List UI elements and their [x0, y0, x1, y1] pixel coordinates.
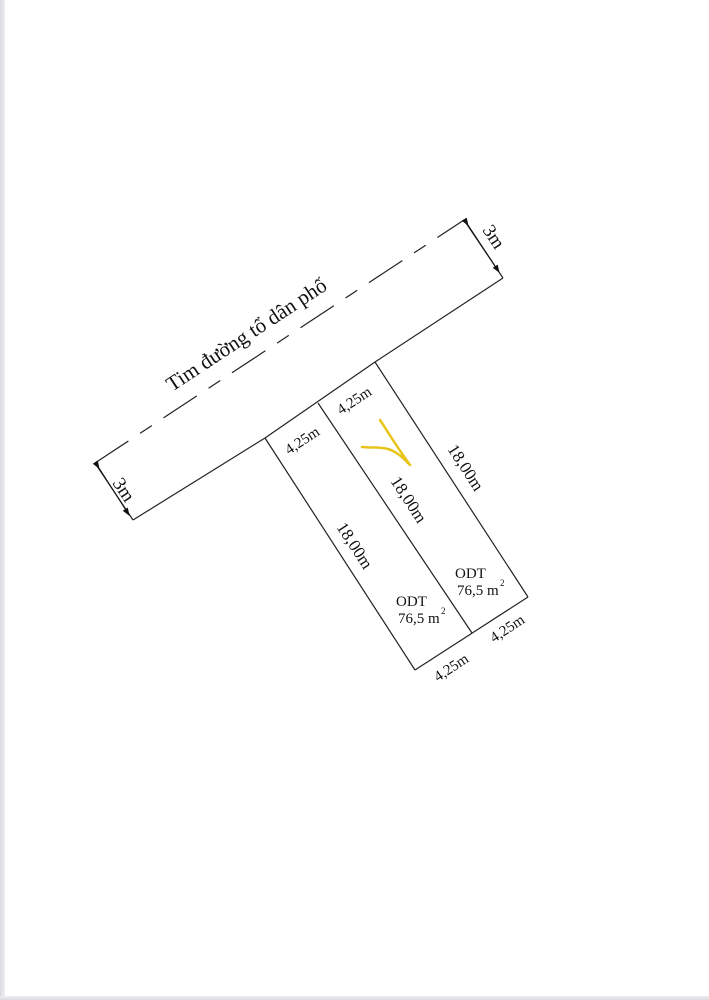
road	[94, 219, 504, 521]
dimension-arrow-right	[461, 217, 500, 273]
checkmark-annotation-icon	[360, 418, 412, 467]
lot-right-back-label: 4,25m	[487, 612, 528, 646]
lots	[264, 361, 529, 671]
lot-right-side-label: 18,00m	[444, 441, 488, 495]
lot-left-side-edge	[264, 437, 416, 671]
lot-right-area-value: 76,5 m	[457, 583, 499, 599]
road-name-label: Tim đường tổ dân phố	[162, 273, 332, 396]
road-bottom-edge-right	[374, 277, 504, 363]
dimension-arrow-left	[92, 460, 130, 516]
lot-left-front-label: 4,25m	[282, 424, 323, 458]
page-frame-bottom	[0, 996, 709, 1000]
lots-shared-side-label: 18,00m	[387, 473, 431, 527]
lot-right-area: 76,5 m	[457, 583, 499, 599]
lot-left-area-value: 76,5 m	[398, 611, 440, 627]
lot-left-side-label: 18,00m	[333, 519, 377, 573]
road-bottom-edge-left	[132, 437, 266, 521]
lot-right-side-edge	[374, 361, 529, 598]
lot-left-land-type: ODT	[396, 594, 427, 610]
lots-front-edge	[264, 361, 376, 439]
lot-right-land-type: ODT	[455, 566, 486, 582]
lot-right-front-label: 4,25m	[334, 384, 375, 418]
lot-right-area-sup: 2	[500, 578, 505, 588]
road-centerline-dashed	[94, 219, 465, 464]
lot-left-area-sup: 2	[441, 606, 446, 616]
lots-shared-edge	[317, 402, 473, 634]
lots-back-edge	[414, 596, 529, 671]
lot-left-area: 76,5 m	[398, 611, 440, 627]
road-width-dimensions	[92, 217, 500, 516]
page-frame-left	[0, 0, 5, 1000]
road-width-left-label: 3m	[108, 474, 139, 506]
